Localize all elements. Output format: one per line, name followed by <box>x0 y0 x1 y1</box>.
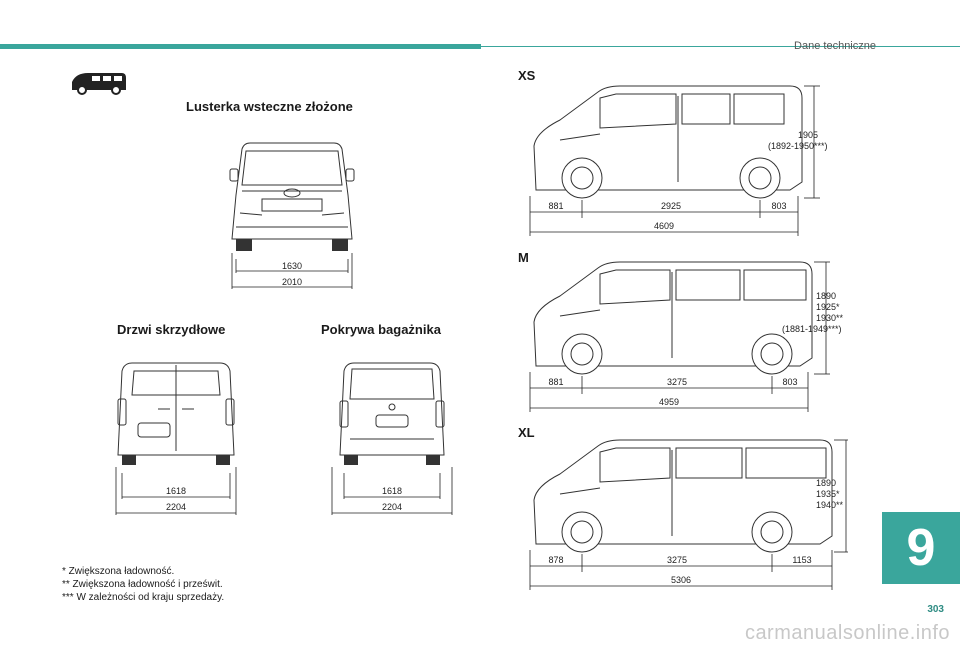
front-view-drawing: 1630 2010 <box>229 142 355 289</box>
front-width-inner: 1630 <box>282 261 302 271</box>
front-width-outer: 2010 <box>282 277 302 287</box>
xl-side-view-drawing: 878 3275 1153 5306 1890 1935* 1940** <box>529 439 848 590</box>
xs-front-overhang: 881 <box>548 201 563 211</box>
m-label: M <box>518 250 529 265</box>
page-number: 303 <box>927 604 944 615</box>
xs-label: XS <box>518 68 536 83</box>
m-height-1: 1890 <box>816 291 836 301</box>
rear-doors-width-inner: 1618 <box>166 486 186 496</box>
header-accent-bar <box>0 44 481 49</box>
m-height-2: 1925* <box>816 302 840 312</box>
rear-doors-drawing: 1618 2204 <box>115 362 237 515</box>
xs-wheelbase: 2925 <box>661 201 681 211</box>
xs-side-view-drawing: 881 2925 803 4609 1905 (1892-1950***) <box>529 85 828 236</box>
footnote: * Zwiększona ładowność. <box>62 566 175 577</box>
section-title: Dane techniczne <box>794 40 876 52</box>
front-view-title: Lusterka wsteczne złożone <box>186 99 353 114</box>
footnote: *** W zależności od kraju sprzedaży. <box>62 592 225 603</box>
xl-wheelbase: 3275 <box>667 555 687 565</box>
header-rule <box>481 46 960 47</box>
tailgate-width-inner: 1618 <box>382 486 402 496</box>
m-rear-overhang: 803 <box>782 377 797 387</box>
m-front-overhang: 881 <box>548 377 563 387</box>
tailgate-width-outer: 2204 <box>382 502 402 512</box>
m-wheelbase: 3275 <box>667 377 687 387</box>
xs-length: 4609 <box>654 221 674 231</box>
xl-height-3: 1940** <box>816 500 844 510</box>
chapter-tab: 9 <box>882 512 960 584</box>
xl-label: XL <box>518 425 535 440</box>
rear-doors-width-outer: 2204 <box>166 502 186 512</box>
m-side-view-drawing: 881 3275 803 4959 1890 1925* 1930** (188… <box>529 261 844 412</box>
m-height-3: 1930** <box>816 313 844 323</box>
xl-front-overhang: 878 <box>548 555 563 565</box>
rear-doors-title: Drzwi skrzydłowe <box>117 322 226 337</box>
tailgate-title: Pokrywa bagażnika <box>321 322 441 337</box>
xl-length: 5306 <box>671 575 691 585</box>
xs-rear-overhang: 803 <box>771 201 786 211</box>
xl-height-1: 1890 <box>816 478 836 488</box>
xl-height-2: 1935* <box>816 489 840 499</box>
m-length: 4959 <box>659 397 679 407</box>
watermark: carmanualsonline.info <box>744 622 950 644</box>
van-icon <box>72 73 126 95</box>
footnote: ** Zwiększona ładowność i prześwit. <box>62 579 223 590</box>
xl-rear-overhang: 1153 <box>792 555 811 565</box>
xs-height-1: 1905 <box>798 130 818 140</box>
xs-height-2: (1892-1950***) <box>768 141 828 151</box>
tailgate-drawing: 1618 2204 <box>331 362 453 515</box>
m-height-4: (1881-1949***) <box>782 324 842 334</box>
